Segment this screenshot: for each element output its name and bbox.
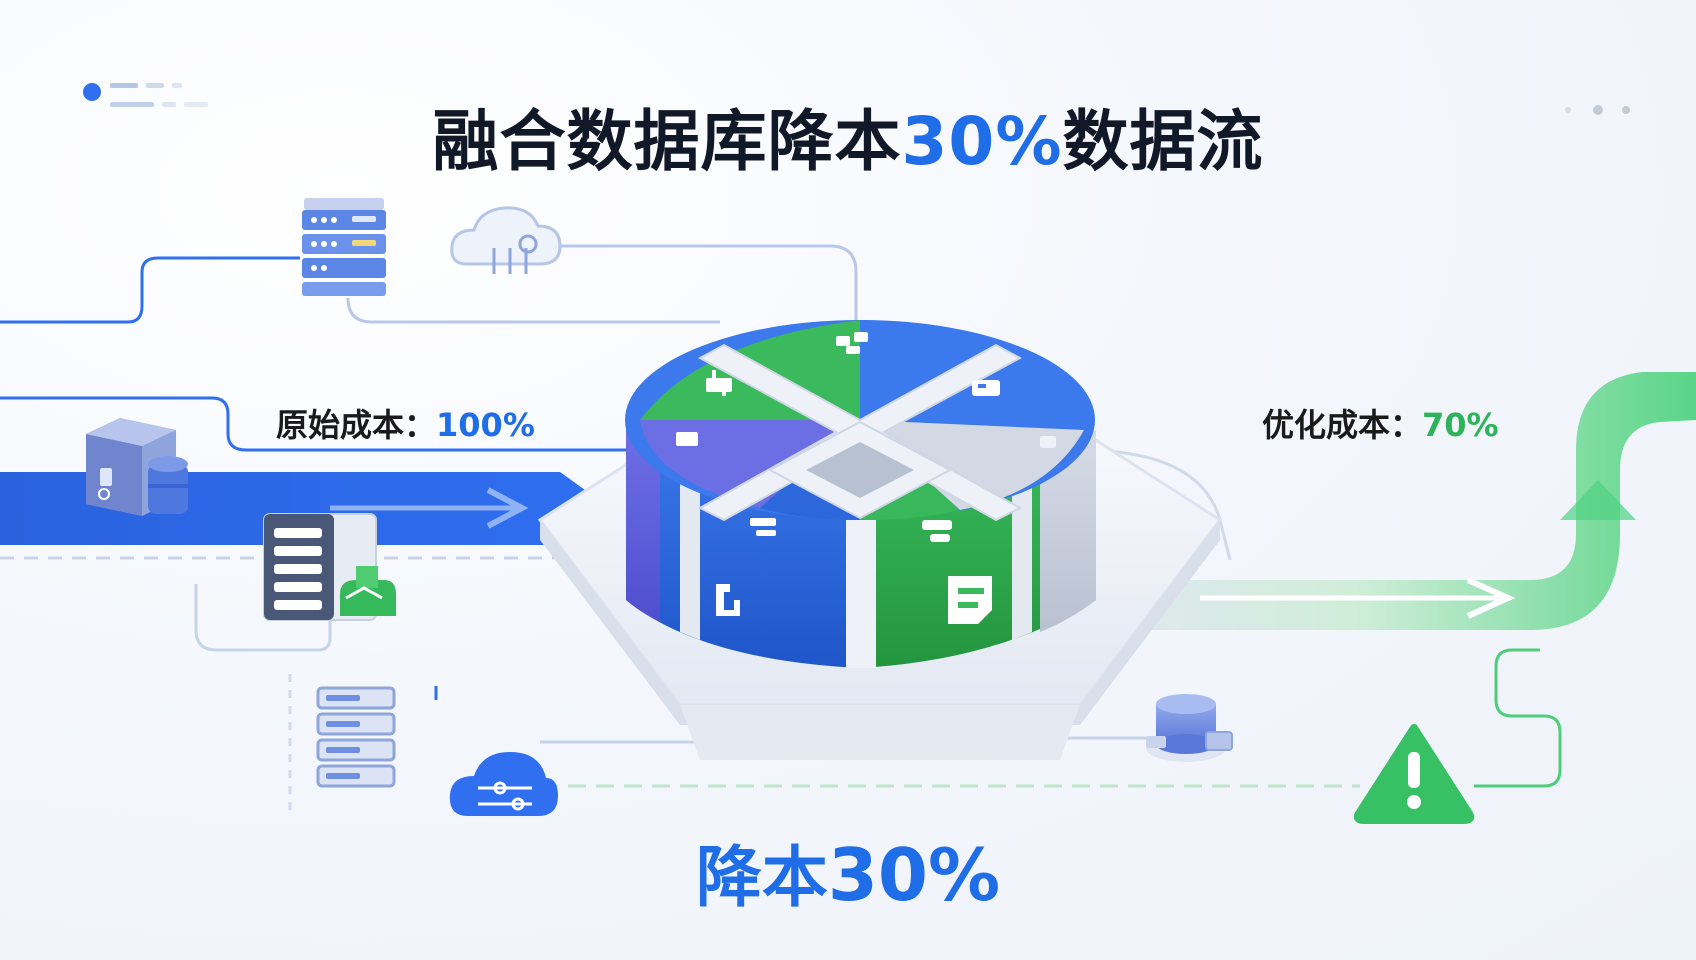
cloud-network-icon [450,206,562,274]
optimized-cost-value: 70% [1422,406,1499,444]
file-server-icon [263,513,396,621]
title-highlight: 30% [901,103,1063,180]
server-stack-icon [316,686,396,788]
warning-triangle-icon [1353,724,1475,824]
title-prefix: 融合数据库降本 [432,103,902,180]
cloud-sync-icon [449,752,558,816]
original-cost-value: 100% [436,406,535,444]
server-rack-icon [302,198,386,296]
title-suffix: 数据流 [1062,103,1264,180]
database-server-icon [86,418,188,516]
cost-reduction-label: 降本30% [0,824,1696,920]
original-cost-text: 原始成本： [276,406,437,444]
page-title: 融合数据库降本30%数据流 [0,88,1696,184]
original-cost-label: 原始成本：100% [276,400,535,446]
converged-database-hub-icon [625,320,1096,668]
cost-reduction-value: 30% [827,833,1001,917]
optimized-cost-text: 优化成本： [1262,406,1423,444]
database-cylinder-icon [1146,694,1233,762]
cost-reduction-text: 降本 [695,839,828,916]
decorative-dots [83,83,1630,115]
optimized-cost-label: 优化成本：70% [1262,400,1499,446]
